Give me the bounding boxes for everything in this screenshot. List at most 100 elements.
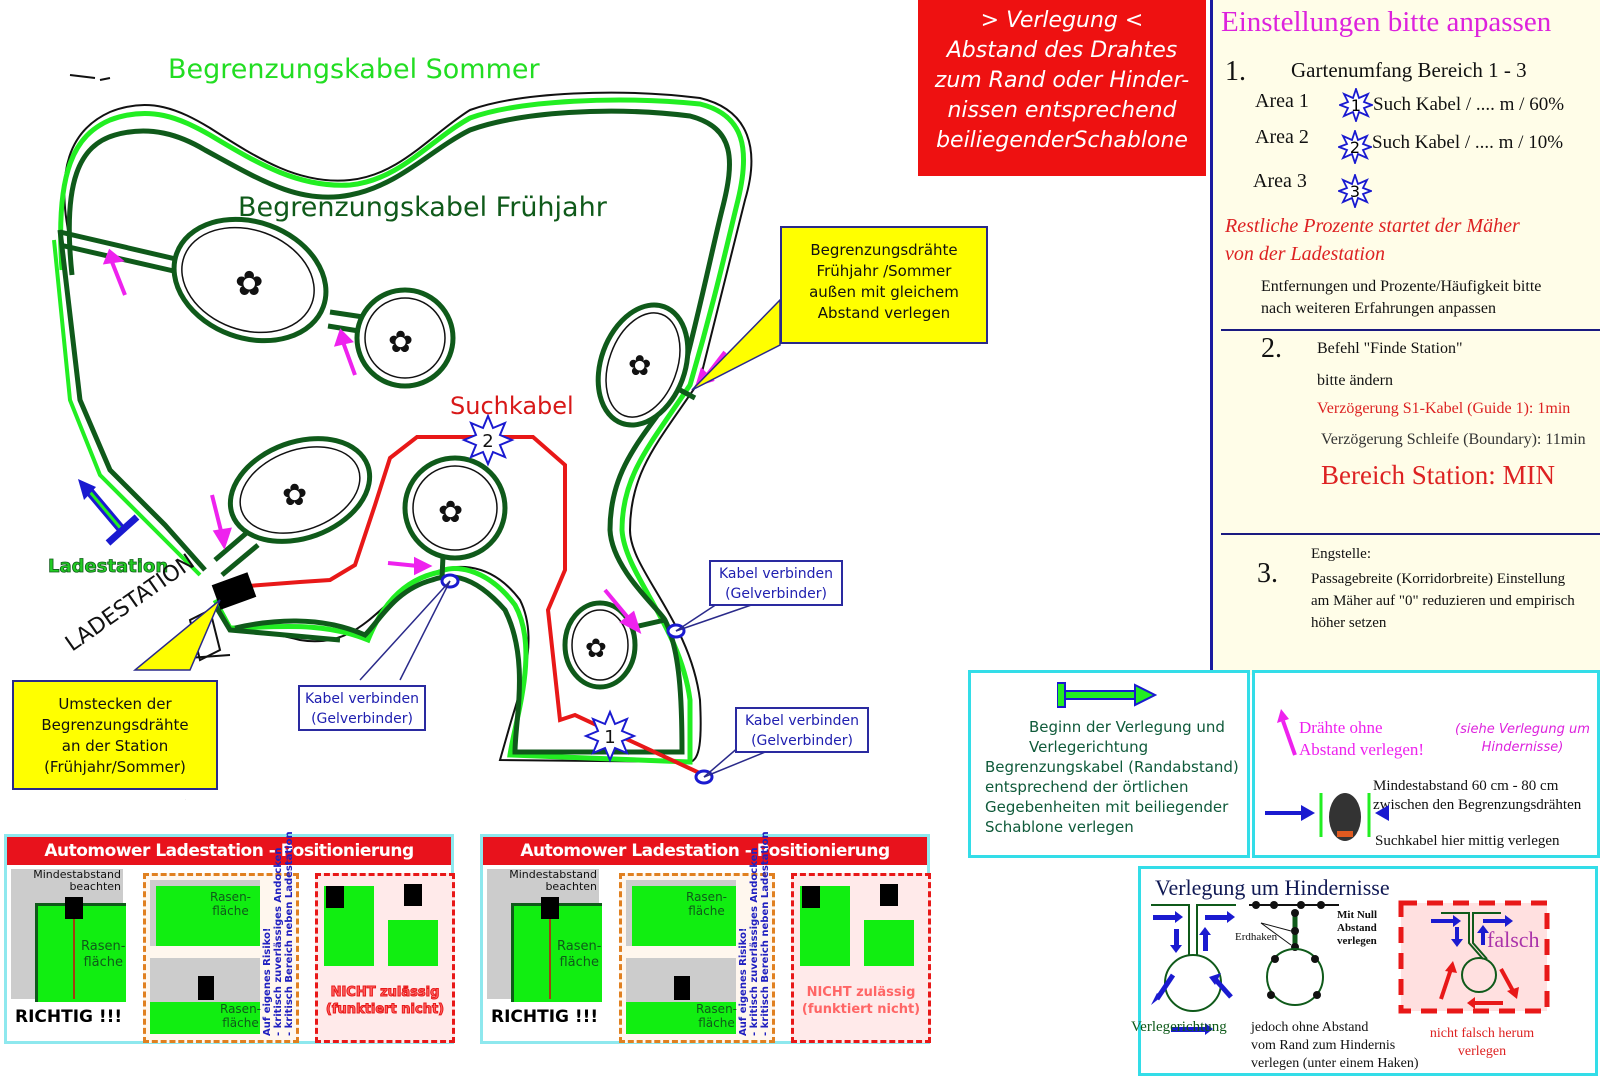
station-legend-label: Ladestation <box>48 556 168 577</box>
guide-marker-2: 2 <box>461 413 515 467</box>
station-start-arrow-icon <box>78 479 140 546</box>
installation-banner: > Verlegung < Abstand des Drahtes zum Ra… <box>918 0 1206 176</box>
svg-text:1: 1 <box>1351 96 1361 115</box>
start-line: Verlegerichtung <box>1029 738 1149 756</box>
start-line: Gegebenheiten mit beiliegender <box>985 798 1229 816</box>
spring-cable-label: Begrenzungskabel Frühjahr <box>238 192 608 223</box>
callout-gel-connector-3: Kabel verbinden (Gelverbinder) <box>735 707 869 753</box>
flower-icon: ✿ <box>388 325 413 360</box>
obstacle-flowerbed-6 <box>562 600 638 690</box>
svg-text:1: 1 <box>604 727 615 748</box>
correct-placement-icon: Mindestabstand beachten Rasen- fläche <box>11 869 126 1002</box>
please-change: bitte ändern <box>1317 372 1393 389</box>
flower-icon: ✿ <box>282 478 307 513</box>
magenta-arrow-icon <box>1277 709 1297 756</box>
section-2-number: 2. <box>1261 333 1282 364</box>
min-distance-note: zwischen den Begrenzungsdrähten <box>1373 797 1582 813</box>
guide-marker-1: 1 <box>583 709 637 763</box>
corridor-width-note: Passagebreite (Korridorbreite) Einstellu… <box>1311 571 1575 631</box>
obstacle-flowerbed-4 <box>227 436 373 544</box>
obstacle-flowerbed-1 <box>171 216 329 344</box>
correct-routing-icon <box>1151 904 1236 1035</box>
positioning-title: Automower Ladestation - Positionierung <box>7 837 451 865</box>
no-gap-routing-note: vom Rand zum Hindernis <box>1251 1038 1396 1053</box>
area-1-text: Such Kabel / .... m / 60% <box>1373 94 1565 115</box>
risk-placement-box: Rasen-fläche Rasen-fläche Auf eigenes Ri… <box>143 831 299 1043</box>
positioning-panel-2: Automower Ladestation - Positionierung M… <box>480 831 931 1044</box>
callout-gel-connector-1: Kabel verbinden (Gelverbinder) <box>298 685 426 731</box>
area-3-label: Area 3 <box>1253 170 1307 192</box>
svg-text:3: 3 <box>1350 182 1360 201</box>
area-2-marker-icon: 2 <box>1336 128 1374 166</box>
garden-outline-sketch <box>63 91 753 764</box>
positioning-title: Automower Ladestation - Positionierung <box>483 837 927 865</box>
settings-title: Einstellungen bitte anpassen <box>1221 6 1552 38</box>
guide-cable-label: Suchkabel <box>450 392 574 420</box>
summer-cable-left <box>52 239 202 577</box>
mower-between-wires-icon <box>1265 793 1389 841</box>
station-loop <box>212 603 341 643</box>
guide-delay: Verzögerung S1-Kabel (Guide 1): 1min <box>1317 400 1571 417</box>
area-2-text: Such Kabel / .... m / 10% <box>1372 132 1564 153</box>
section-1-number: 1. <box>1225 56 1246 87</box>
section-1-heading: Gartenumfang Bereich 1 - 3 <box>1291 58 1527 82</box>
wrong-routing-note: nicht falsch herum <box>1429 1026 1535 1041</box>
bottleneck-heading: Engstelle: <box>1311 546 1371 562</box>
obstacle-title: Verlegung um Hindernisse <box>1155 875 1390 900</box>
obstacle-routing-legend: Verlegung um Hindernisse <box>1131 866 1598 1076</box>
section-3-number: 3. <box>1257 558 1278 589</box>
no-gap-note: Drähte ohne <box>1299 718 1383 737</box>
charging-station <box>211 572 257 610</box>
area-1-label: Area 1 <box>1255 90 1309 112</box>
see-also-note: Hindernisse) <box>1481 740 1564 755</box>
section-divider <box>1221 329 1600 331</box>
spring-cable-left <box>57 229 207 572</box>
remaining-percent-note: Restliche Prozente startet der Mäher von… <box>1225 215 1520 265</box>
invalid-placement-box: NICHT zulässig (funktiert nicht) <box>315 873 455 1043</box>
zero-distance-note: verlegen <box>1337 935 1377 947</box>
correct-label: RICHTIG !!! <box>15 1007 123 1027</box>
svg-text:2: 2 <box>1350 138 1360 157</box>
start-line: Beginn der Verlegung und <box>1029 718 1225 736</box>
boundary-delay: Verzögerung Schleife (Boundary): 11min <box>1321 431 1586 448</box>
no-gap-routing-note: verlegen (unter einem Haken) <box>1251 1056 1419 1071</box>
station-range: Bereich Station: MIN <box>1321 460 1555 490</box>
risk-placement-box: Rasen-fläche Rasen-fläche Auf eigenes Ri… <box>619 831 775 1043</box>
garden-map: ✿ ✿ ✿ ✿ ✿ ✿ 2 1 <box>48 54 781 800</box>
area-1-marker-icon: 1 <box>1337 86 1375 124</box>
see-also-note: (siehe Verlegung um <box>1455 722 1590 737</box>
wrong-routing-icon <box>1398 900 1550 1014</box>
correct-placement-icon: Mindestabstand beachten Rasen- fläche <box>487 869 602 1002</box>
svg-text:2: 2 <box>482 431 493 452</box>
positioning-panel-1: Automower Ladestation - Positionierung M… <box>4 831 455 1044</box>
obstacle-flowerbed-2 <box>354 287 456 389</box>
hook-label: Erdhaken <box>1235 931 1278 943</box>
adjust-note: Entfernungen und Prozente/Häufigkeit bit… <box>1261 278 1542 317</box>
flower-icon: ✿ <box>585 634 607 664</box>
no-gap-note: Abstand verlegen! <box>1299 740 1425 759</box>
callout-outer-wires: Begrenzungsdrähte Frühjahr /Sommer außen… <box>780 226 988 344</box>
section-divider <box>1221 533 1600 535</box>
obstacle-diagrams <box>1151 900 1550 1035</box>
obstacle-flowerbed-5 <box>402 455 508 561</box>
settings-panel: Einstellungen bitte anpassen 1. Gartenum… <box>1210 0 1600 675</box>
summer-boundary-cable <box>58 97 746 765</box>
wrong-routing-note: verlegen <box>1457 1044 1507 1059</box>
guide-center-note: Suchkabel hier mittig verlegen <box>1375 833 1560 849</box>
start-arrow-icon <box>1057 682 1157 708</box>
area-3-marker-icon: 3 <box>1336 172 1374 210</box>
callout-station-rewire: Umstecken der Begrenzungsdrähte an der S… <box>12 680 218 790</box>
ground-hook-icon <box>1249 901 1339 1006</box>
summer-cable-label: Begrenzungskabel Sommer <box>168 54 541 85</box>
start-line: entsprechend der örtlichen <box>985 778 1189 796</box>
no-gap-routing-note: jedoch ohne Abstand <box>1251 1020 1369 1035</box>
flower-icon: ✿ <box>628 349 651 382</box>
callout-gel-connector-2: Kabel verbinden (Gelverbinder) <box>709 560 843 606</box>
direction-label: Verlegerichtung <box>1131 1019 1227 1035</box>
find-station-command: Befehl "Finde Station" <box>1317 340 1463 357</box>
start-line: Begrenzungskabel (Randabstand) <box>985 758 1239 776</box>
correct-label: RICHTIG !!! <box>491 1007 599 1027</box>
wire-spacing-legend: Drähte ohne Abstand verlegen! (siehe Ver… <box>1252 670 1600 858</box>
zero-distance-note: Mit Null <box>1337 909 1378 921</box>
min-distance-note: Mindestabstand 60 cm - 80 cm <box>1373 778 1559 794</box>
